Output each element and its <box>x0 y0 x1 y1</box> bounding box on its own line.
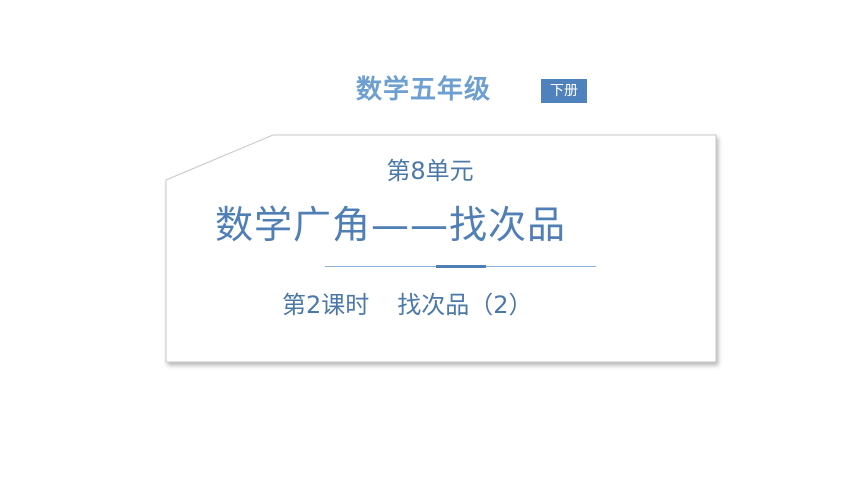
lesson-title: 找次品（2） <box>397 291 533 319</box>
title-divider-accent <box>436 265 486 268</box>
lesson-number: 第2课时 <box>282 291 370 319</box>
lesson-label: 第2课时找次品（2） <box>282 288 533 322</box>
subject-grade-title: 数学五年级 <box>356 75 492 105</box>
main-title: 数学广角——找次品 <box>215 203 567 247</box>
unit-label: 第8单元 <box>0 154 860 188</box>
unit-text: 第8单元 <box>386 157 474 185</box>
card-frame <box>165 134 717 363</box>
volume-badge: 下册 <box>541 79 587 103</box>
